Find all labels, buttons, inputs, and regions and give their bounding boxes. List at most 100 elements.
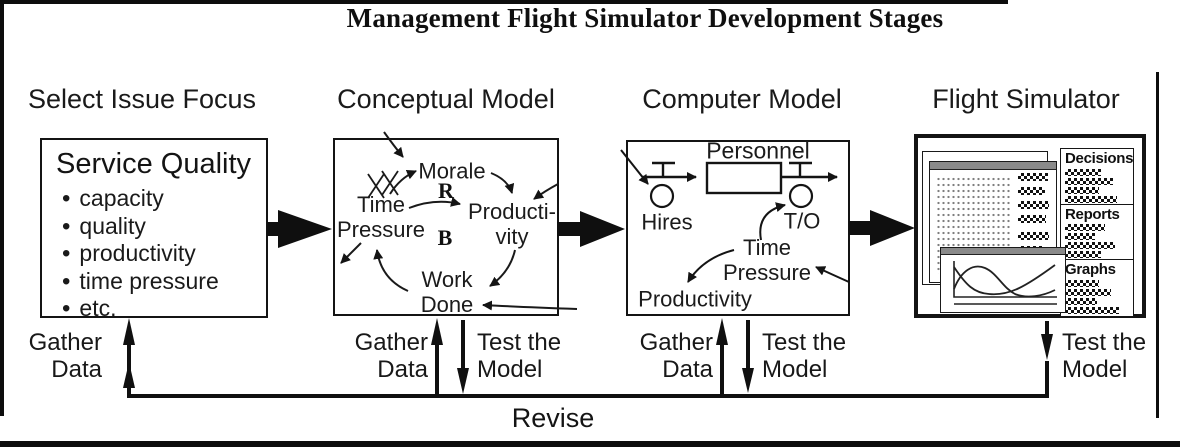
- test-line1: Test the: [477, 329, 562, 356]
- node-work-done-line2: Done: [420, 292, 474, 317]
- chart-axes: [953, 261, 1057, 298]
- bullet-item: •capacity: [62, 185, 266, 213]
- test-model-label-4: Test the Model: [1062, 329, 1162, 383]
- panel-reports: Reports: [1061, 204, 1133, 259]
- bullet-dot: •: [62, 212, 71, 240]
- dither-bar: [1018, 201, 1049, 209]
- bullet-item: •etc.: [62, 295, 266, 323]
- gather-line2: Data: [662, 356, 713, 383]
- sim-window-graph: [940, 247, 1066, 313]
- bullet-text: productivity: [79, 240, 196, 266]
- stage-header-flight-simulator: Flight Simulator: [932, 84, 1120, 114]
- dither-bar: [1065, 242, 1115, 249]
- block-arrow-stage2-to-stage3: [557, 211, 625, 247]
- dither-bar: [1065, 187, 1099, 194]
- panel-decisions: Decisions: [1061, 150, 1133, 204]
- gather-data-label-1: Gather Data: [0, 329, 102, 383]
- panel-label-reports: Reports: [1065, 206, 1120, 223]
- scan-border-right: [1156, 72, 1159, 418]
- panel-label-graphs: Graphs: [1065, 261, 1116, 278]
- test-line1: Test the: [762, 329, 847, 356]
- gather-line2: Data: [51, 356, 102, 383]
- revise-label: Revise: [511, 403, 595, 433]
- dither-bar: [1065, 169, 1101, 176]
- label-time-pressure-line1: Time: [742, 235, 792, 260]
- gather-line1: Gather: [28, 329, 102, 356]
- gather-line1: Gather: [354, 329, 428, 356]
- sim-panel-column: Decisions Reports Graphs: [1060, 148, 1134, 317]
- dither-bar: [1065, 233, 1095, 240]
- bullet-dot: •: [62, 267, 71, 295]
- scan-border-bottom: [0, 441, 1180, 447]
- gather-line2: Data: [377, 356, 428, 383]
- node-time-pressure-line1: Time: [356, 192, 406, 217]
- label-time-pressure-line2: Pressure: [722, 260, 812, 285]
- label-turnover: T/O: [783, 208, 821, 234]
- block-arrow-stage1-to-stage2: [267, 210, 332, 248]
- node-productivity-line2: vity: [495, 224, 529, 249]
- node-morale: Morale: [418, 158, 486, 184]
- window-titlebar: [941, 248, 1065, 255]
- dither-bar: [1018, 215, 1046, 223]
- stage-header-conceptual-model: Conceptual Model: [337, 84, 555, 114]
- window-titlebar: [930, 162, 1056, 170]
- test-line2: Model: [762, 356, 828, 383]
- chart-curve-rising: [953, 264, 1056, 296]
- loop-label-reinforcing: R: [438, 178, 454, 203]
- dither-bar: [1065, 196, 1117, 203]
- bullet-item: • productivity: [62, 240, 266, 268]
- revise-loop-arrowhead: [123, 362, 135, 388]
- dither-bar: [1018, 173, 1048, 181]
- gather-data-label-3: Gather Data: [613, 329, 713, 383]
- stage-header-select-issue-focus: Select Issue Focus: [27, 84, 257, 114]
- gather-data-arrowhead-3: [716, 318, 728, 345]
- test-model-label-3: Test the Model: [762, 329, 862, 383]
- chart-curve-hump: [953, 265, 1056, 298]
- issue-focus-box: Service Quality •capacity • quality • prod…: [40, 138, 268, 322]
- scan-border-top: [0, 0, 1008, 4]
- stage-header-computer-model: Computer Model: [642, 84, 842, 114]
- bullet-dot: •: [62, 185, 71, 212]
- bullet-item: • quality: [62, 213, 266, 241]
- gather-data-arrowhead-2: [431, 318, 443, 345]
- dither-bar: [1065, 298, 1097, 305]
- bullet-dot: •: [62, 295, 71, 322]
- block-arrow-stage3-to-stage4: [849, 210, 915, 246]
- test-model-label-2: Test the Model: [477, 329, 577, 383]
- node-work-done-line1: Work: [421, 267, 473, 292]
- bullet-text: time pressure: [79, 267, 219, 294]
- label-personnel: Personnel: [706, 137, 810, 164]
- label-productivity: Productivity: [638, 286, 752, 312]
- bullet-dot: •: [62, 240, 71, 267]
- dither-bar: [1065, 178, 1113, 185]
- issue-box-title: Service Quality: [56, 148, 252, 180]
- node-productivity-line1: Producti-: [467, 199, 557, 224]
- label-time-pressure: Time Pressure: [723, 235, 811, 285]
- dither-bar: [1065, 289, 1111, 296]
- dither-bar: [1065, 307, 1119, 314]
- dither-bar: [1018, 187, 1045, 195]
- node-time-pressure-line2: Pressure: [336, 217, 426, 242]
- diagram-title: Management Flight Simulator Development …: [346, 3, 944, 33]
- dither-bar: [1065, 251, 1101, 258]
- loop-label-balancing: B: [437, 225, 453, 250]
- test-model-arrowhead-2: [457, 368, 469, 394]
- dither-bar: [1065, 280, 1099, 287]
- bullet-text: quality: [79, 212, 146, 239]
- issue-bullet-list: •capacity • quality • productivity • time p…: [62, 185, 266, 323]
- sim-graph-chart: [953, 261, 1057, 305]
- test-line2: Model: [1062, 356, 1128, 383]
- panel-label-decisions: Decisions: [1065, 150, 1134, 167]
- test-line2: Model: [477, 356, 543, 383]
- node-work-done: Work Done: [421, 267, 474, 317]
- scan-border-left: [0, 0, 4, 416]
- dither-bar: [1018, 232, 1049, 240]
- gather-data-label-2: Gather Data: [328, 329, 428, 383]
- test-model-arrowhead-3: [742, 368, 754, 393]
- node-time-pressure: Time Pressure: [337, 192, 425, 242]
- gather-line1: Gather: [639, 329, 713, 356]
- node-productivity: Producti- vity: [468, 199, 556, 249]
- bullet-item: • time pressure: [62, 268, 266, 296]
- dither-bar: [1065, 224, 1105, 231]
